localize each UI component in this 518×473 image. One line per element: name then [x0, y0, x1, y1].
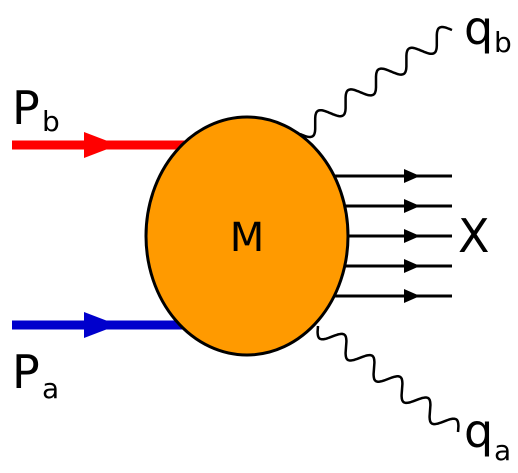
blob-label: M: [230, 215, 265, 261]
final-state-arrow: [404, 289, 420, 303]
final-state-arrow: [404, 229, 420, 243]
final-state-arrow: [404, 169, 420, 183]
interaction-blob: [144, 115, 350, 357]
pb-label: P: [12, 81, 40, 135]
pb-subscript: b: [42, 105, 60, 138]
pa-subscript: a: [42, 372, 59, 405]
photon-line-a: [316, 325, 460, 433]
qa-label: q: [464, 404, 493, 458]
final-state-arrow: [404, 199, 420, 213]
beam-arrow-b: [84, 132, 118, 158]
final-state-label: X: [458, 209, 490, 263]
beam-arrow-a: [84, 312, 118, 338]
qa-subscript: a: [494, 434, 511, 467]
pa-label: P: [12, 345, 40, 399]
qb-label: q: [464, 1, 493, 55]
qb-subscript: b: [494, 26, 512, 59]
final-state-arrow: [404, 259, 420, 273]
photon-line-b: [299, 25, 453, 139]
